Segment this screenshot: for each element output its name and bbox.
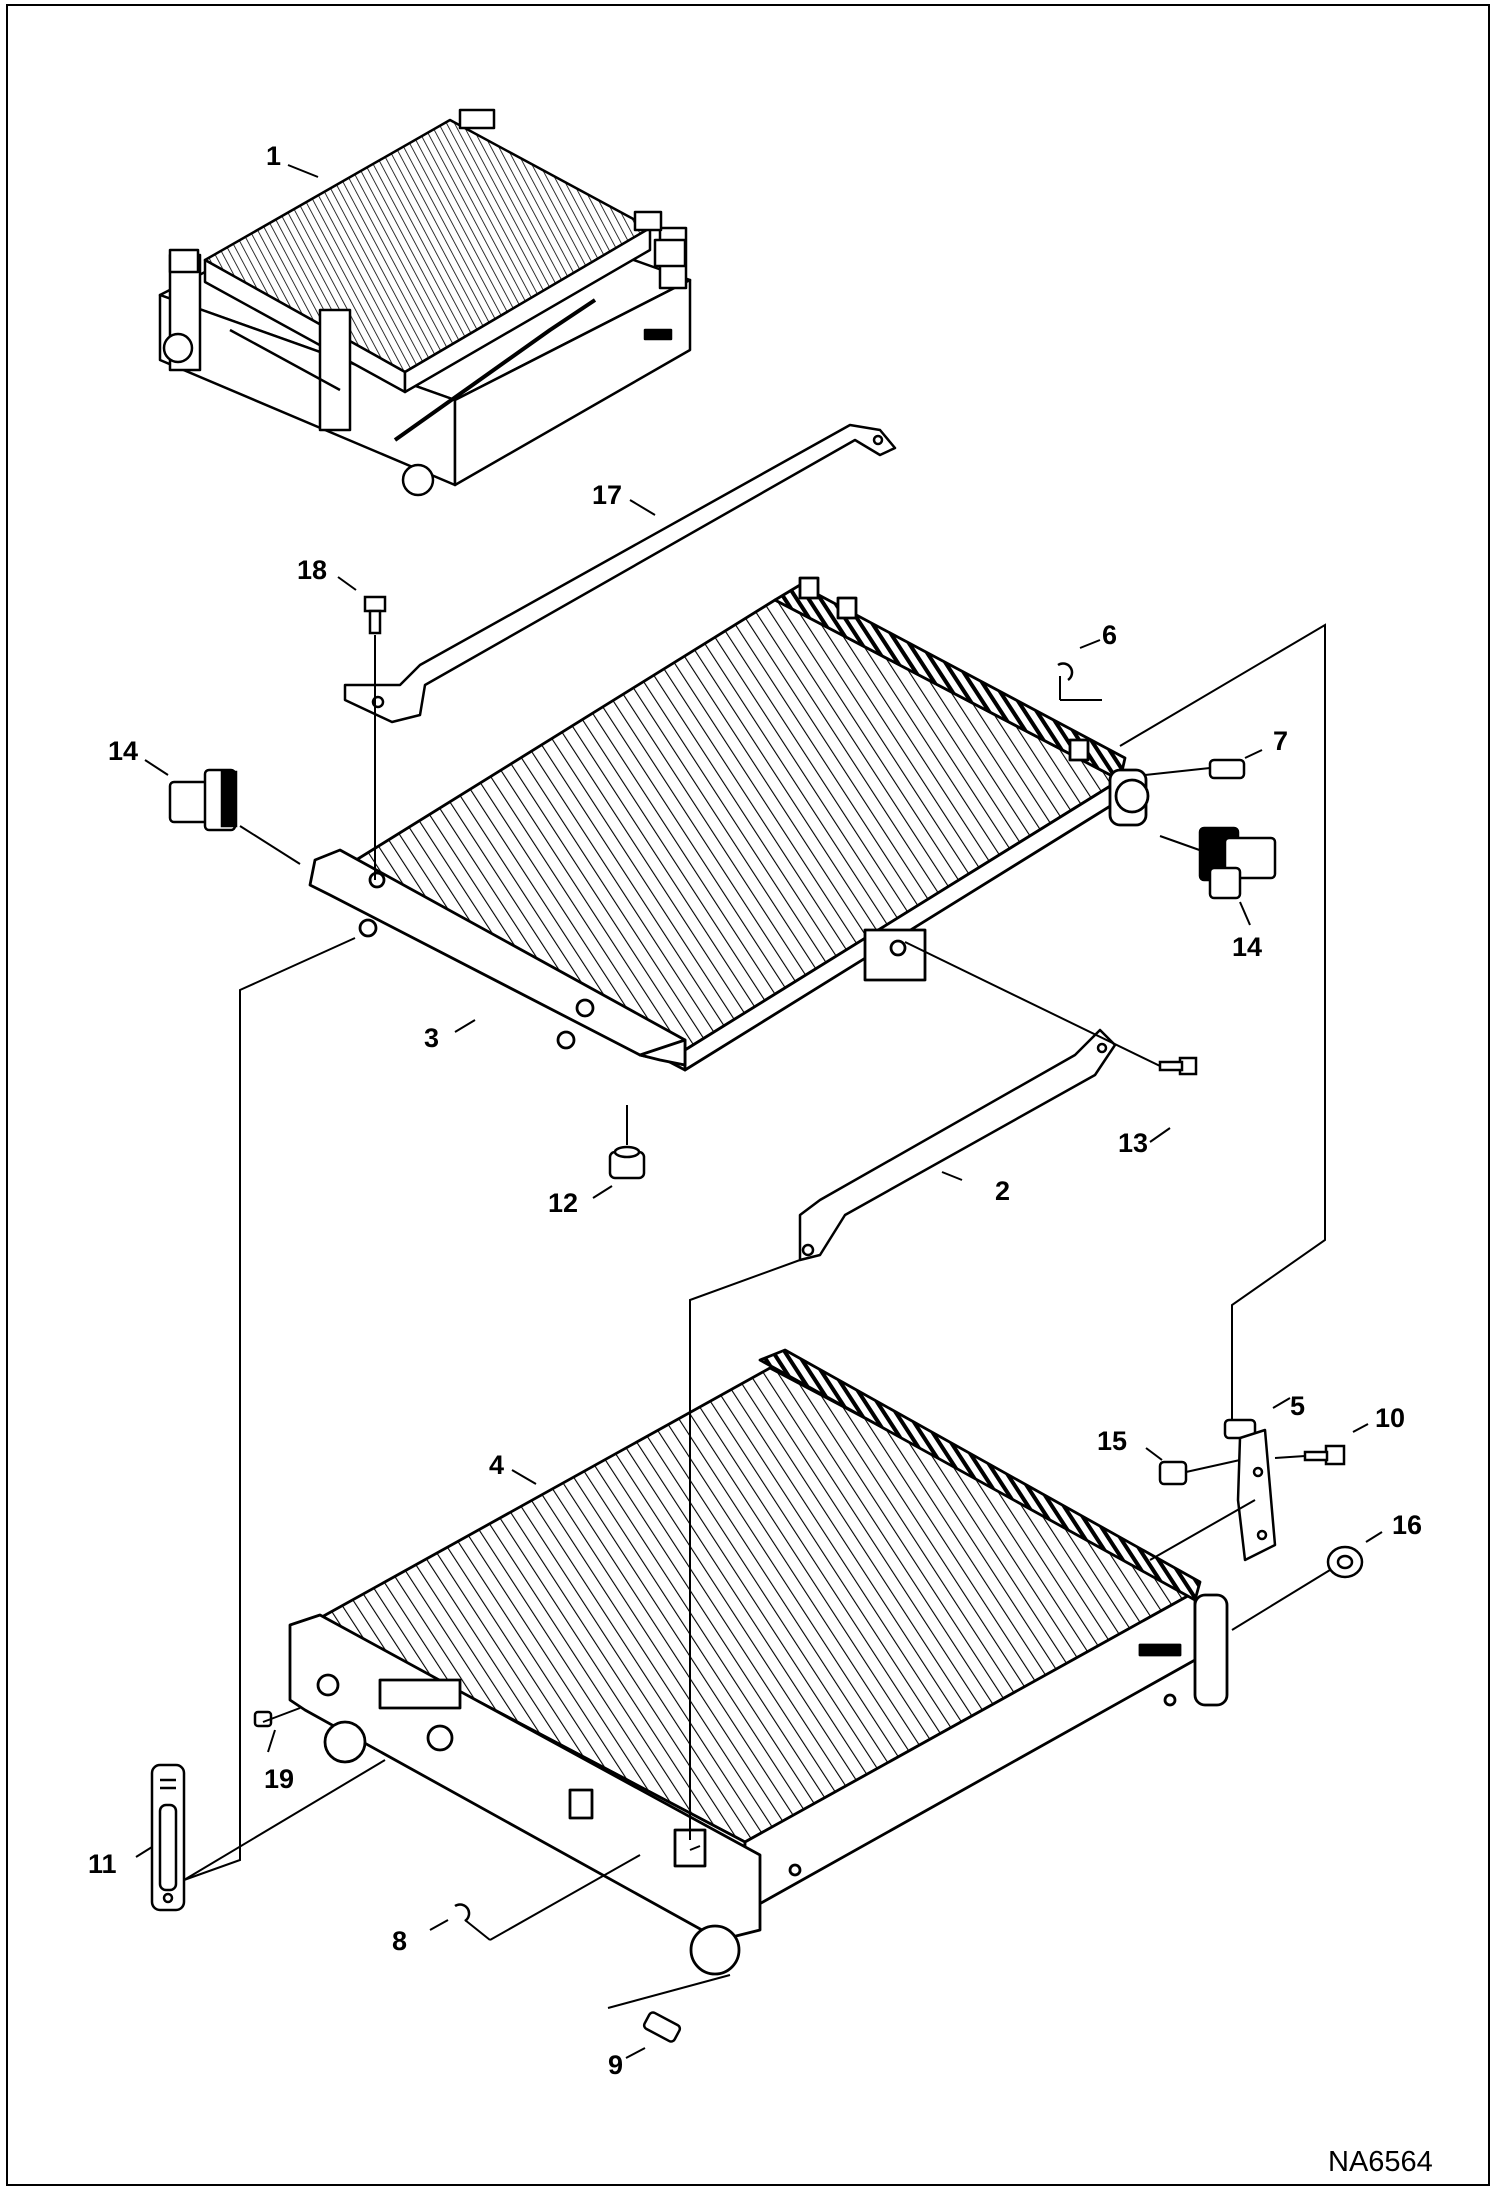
radiator-core-item-3 [308, 576, 1150, 1072]
callout-12: 12 [548, 1188, 579, 1218]
clip-item-6 [1057, 662, 1074, 682]
callout-1: 1 [266, 141, 282, 171]
callout-14-right: 14 [1232, 932, 1263, 962]
pin-item-7 [1208, 758, 1246, 780]
isolator-item-12 [608, 1145, 646, 1180]
bolt-item-10 [1303, 1444, 1346, 1466]
callout-2: 2 [995, 1176, 1011, 1206]
callout-9: 9 [608, 2050, 624, 2080]
callout-5: 5 [1290, 1391, 1306, 1421]
elbow-fitting-right [1198, 826, 1277, 900]
elbow-fitting-left [168, 768, 238, 832]
assembled-cooler [158, 108, 692, 497]
bolt-item-13 [1158, 1056, 1198, 1076]
callout-16: 16 [1392, 1510, 1423, 1540]
clip-item-8 [454, 1903, 471, 1923]
callout-14-left: 14 [108, 736, 139, 766]
figure-id: NA6564 [1328, 2146, 1433, 2178]
callout-6: 6 [1102, 620, 1118, 650]
callout-15: 15 [1097, 1426, 1128, 1456]
callout-19: 19 [264, 1764, 295, 1794]
callout-4: 4 [489, 1450, 505, 1480]
callout-7: 7 [1273, 726, 1289, 756]
leader-lines [135, 164, 1383, 2059]
callout-8: 8 [392, 1926, 408, 1956]
sight-gauge-item-11 [150, 1763, 186, 1912]
radiator-core-item-4 [288, 1348, 1229, 1976]
nut-item-15 [1158, 1460, 1188, 1486]
pin-item-9 [642, 2011, 682, 2043]
bracket-item-5 [1223, 1418, 1277, 1562]
grommet-item-16 [1326, 1545, 1364, 1579]
callout-18: 18 [297, 555, 328, 585]
callout-10: 10 [1375, 1403, 1406, 1433]
callout-3: 3 [424, 1023, 440, 1053]
callout-13: 13 [1118, 1128, 1149, 1158]
bolt-item-18 [363, 595, 387, 635]
lower-mount-bar [798, 1028, 1117, 1262]
callout-17: 17 [592, 480, 623, 510]
callout-11: 11 [88, 1849, 117, 1879]
